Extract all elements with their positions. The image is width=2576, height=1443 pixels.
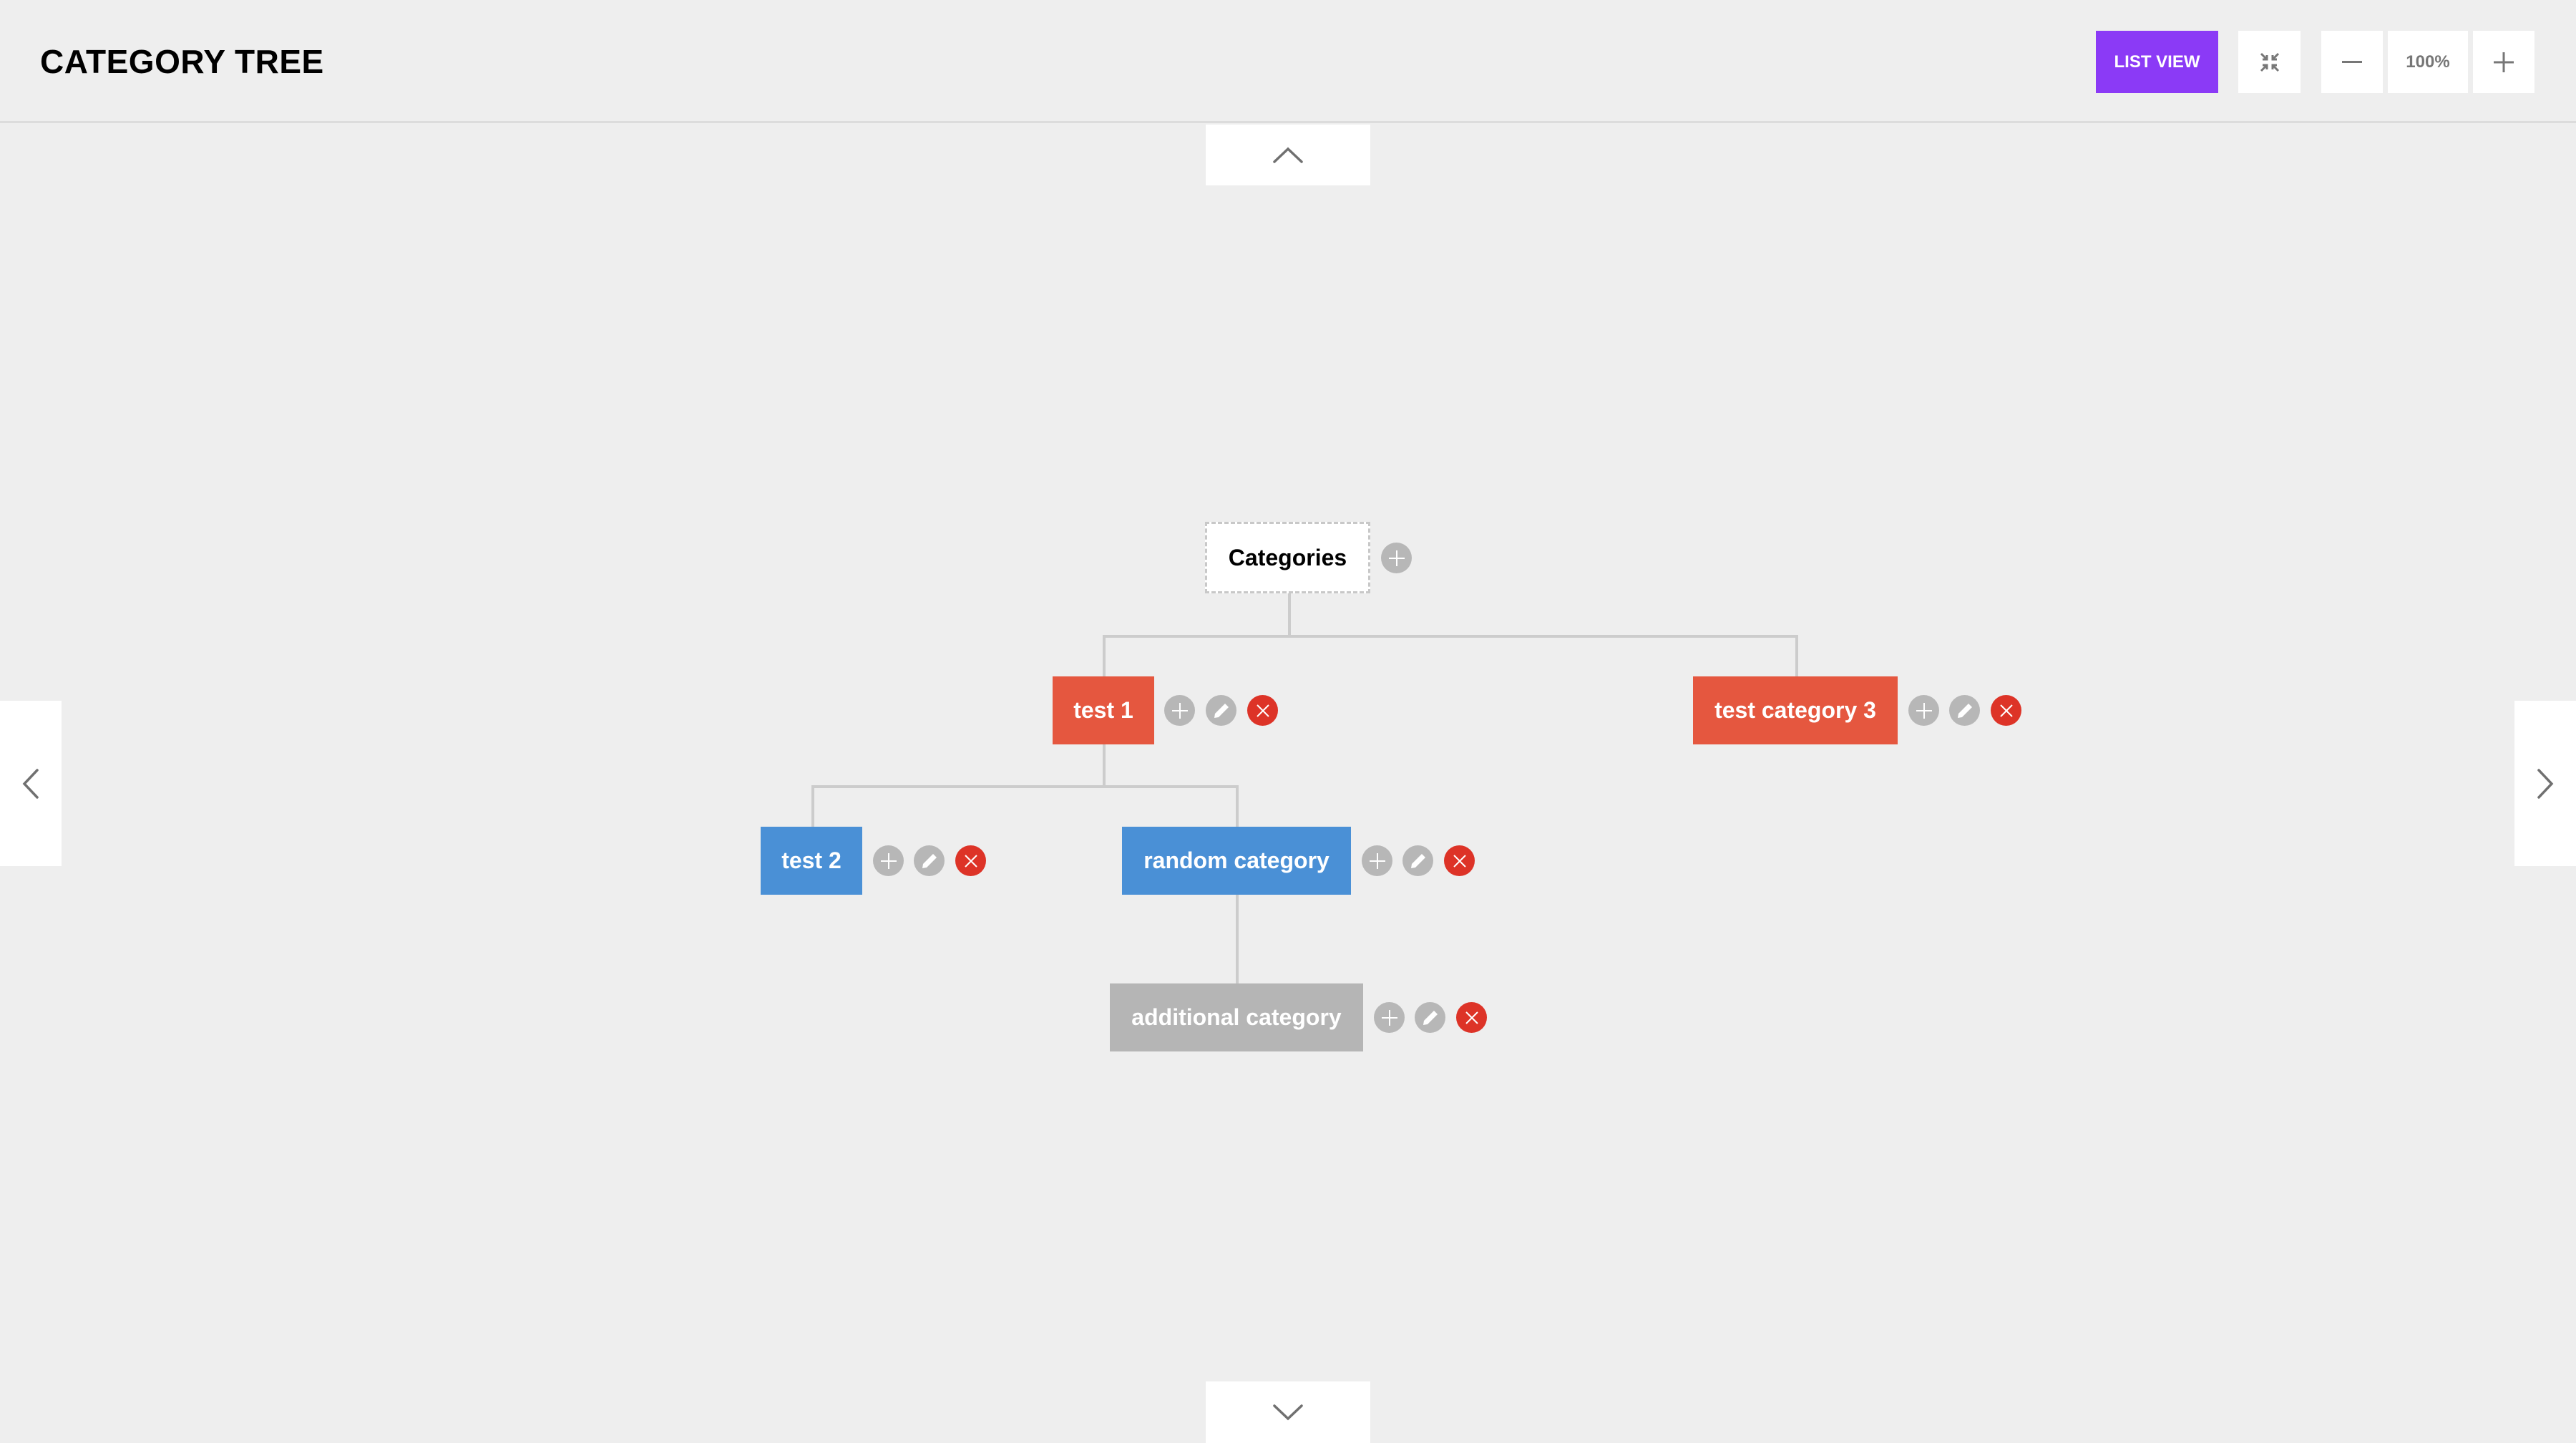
add-child-button[interactable] <box>1381 543 1412 573</box>
pencil-icon <box>1957 703 1972 718</box>
tree-node[interactable]: test 1 <box>1053 676 1154 744</box>
close-icon <box>1453 854 1466 868</box>
pencil-icon <box>1423 1010 1438 1025</box>
edit-button[interactable] <box>1206 695 1236 726</box>
scroll-down-button[interactable] <box>1206 1381 1370 1443</box>
minus-icon <box>2342 60 2362 63</box>
delete-button[interactable] <box>955 845 986 876</box>
edit-button[interactable] <box>1949 695 1980 726</box>
zoom-out-button[interactable] <box>2321 31 2383 93</box>
edit-button[interactable] <box>1415 1002 1445 1033</box>
connector <box>1103 744 1106 788</box>
add-child-button[interactable] <box>1164 695 1195 726</box>
chevron-left-icon <box>22 768 39 799</box>
connector <box>1288 593 1291 638</box>
page-title: CATEGORY TREE <box>40 43 324 80</box>
collapse-arrows-icon <box>2260 52 2279 72</box>
pencil-icon <box>922 853 937 868</box>
add-child-button[interactable] <box>1374 1002 1405 1033</box>
plus-icon <box>880 852 897 869</box>
connector <box>1236 785 1239 827</box>
connector <box>1103 635 1798 638</box>
connector <box>811 785 1239 788</box>
plus-icon <box>2494 52 2514 72</box>
connector <box>1103 635 1106 676</box>
plus-icon <box>1916 702 1932 719</box>
close-icon <box>1465 1011 1478 1024</box>
edit-button[interactable] <box>1402 845 1433 876</box>
pencil-icon <box>1214 703 1229 718</box>
tree-root-node[interactable]: Categories <box>1205 522 1370 593</box>
tree-node[interactable]: additional category <box>1110 983 1363 1051</box>
chevron-down-icon <box>1273 1404 1303 1421</box>
plus-icon <box>1369 852 1385 869</box>
add-child-button[interactable] <box>1908 695 1939 726</box>
plus-icon <box>1171 702 1188 719</box>
scroll-left-button[interactable] <box>0 701 62 866</box>
zoom-level: 100% <box>2388 31 2468 93</box>
zoom-in-button[interactable] <box>2473 31 2534 93</box>
list-view-button[interactable]: LIST VIEW <box>2096 31 2218 93</box>
connector <box>1236 895 1239 983</box>
plus-icon <box>1381 1009 1397 1026</box>
pencil-icon <box>1410 853 1425 868</box>
collapse-button[interactable] <box>2238 31 2301 93</box>
scroll-up-button[interactable] <box>1206 125 1370 185</box>
scroll-right-button[interactable] <box>2514 701 2576 866</box>
connector <box>1795 635 1798 676</box>
delete-button[interactable] <box>1247 695 1278 726</box>
delete-button[interactable] <box>1991 695 2021 726</box>
close-icon <box>1256 704 1269 717</box>
delete-button[interactable] <box>1456 1002 1487 1033</box>
delete-button[interactable] <box>1444 845 1475 876</box>
plus-icon <box>1388 550 1405 566</box>
tree-node[interactable]: random category <box>1122 827 1351 895</box>
header: CATEGORY TREE LIST VIEW 100% <box>0 0 2576 123</box>
close-icon <box>1999 704 2013 717</box>
connector <box>811 785 814 827</box>
chevron-up-icon <box>1273 147 1303 163</box>
chevron-right-icon <box>2537 768 2554 799</box>
edit-button[interactable] <box>914 845 945 876</box>
tree-node[interactable]: test 2 <box>761 827 862 895</box>
close-icon <box>964 854 977 868</box>
tree-node[interactable]: test category 3 <box>1693 676 1898 744</box>
add-child-button[interactable] <box>1362 845 1392 876</box>
add-child-button[interactable] <box>873 845 904 876</box>
